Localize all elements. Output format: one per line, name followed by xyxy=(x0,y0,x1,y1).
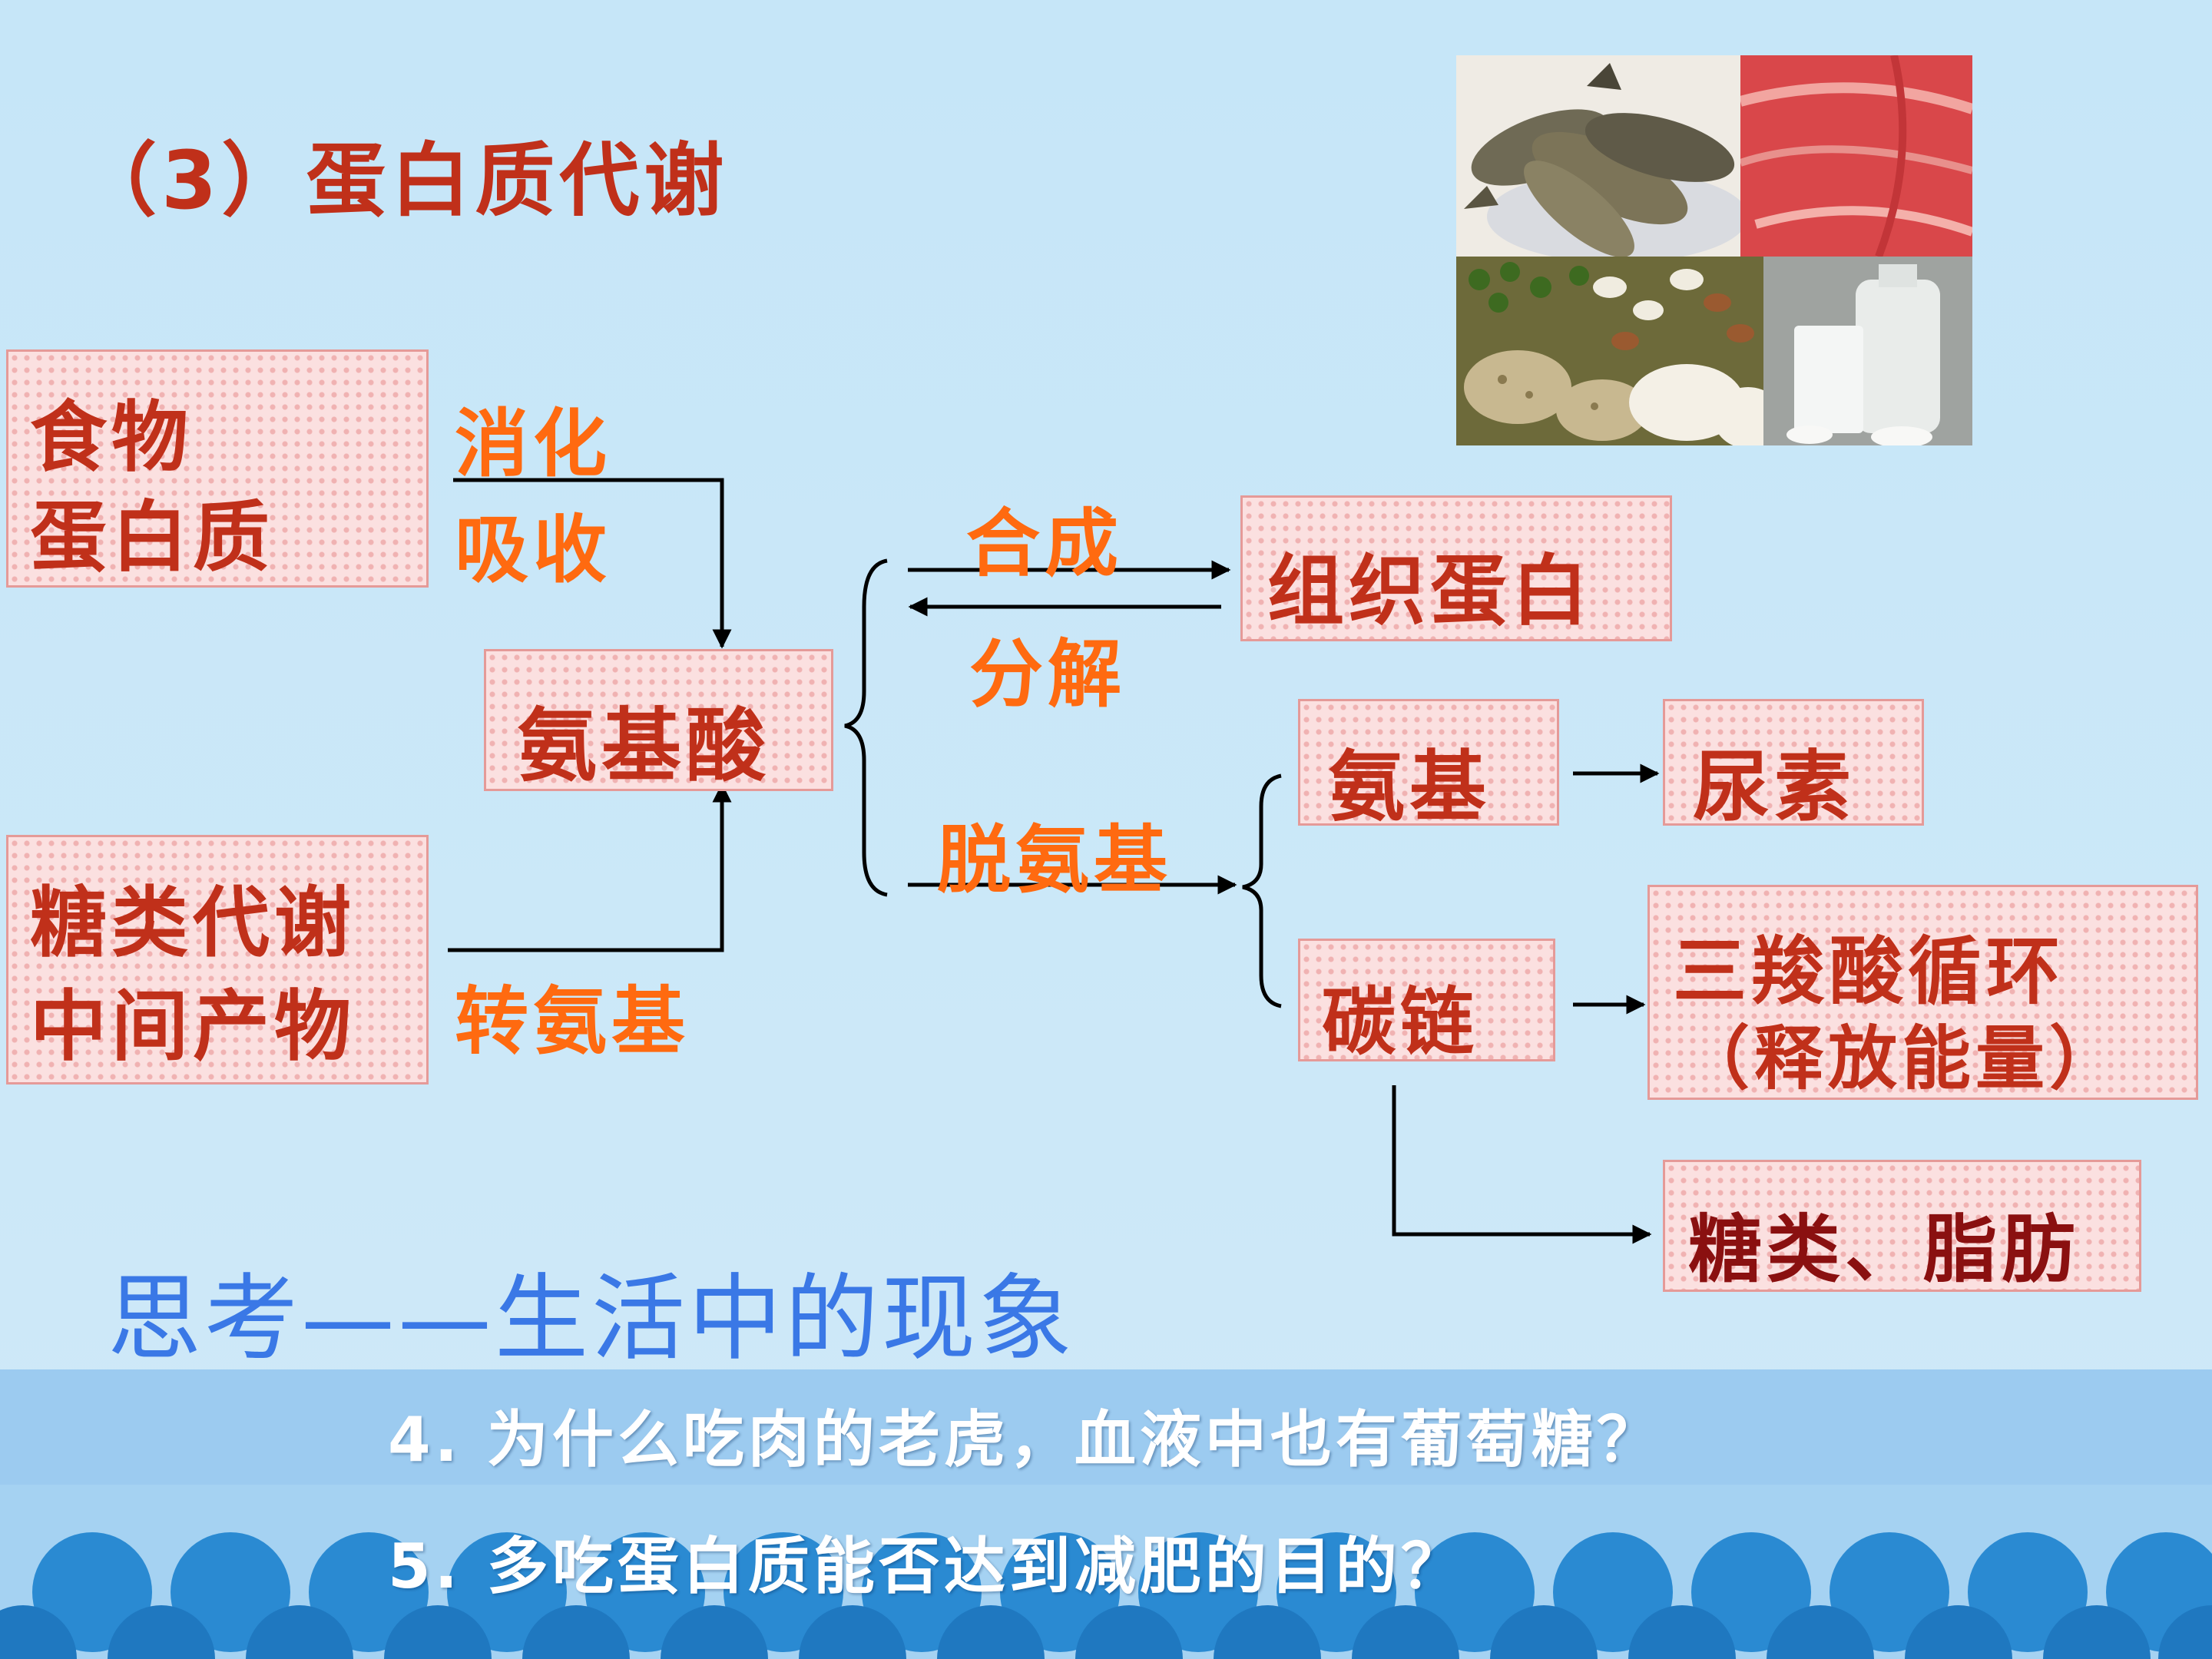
sugar-intermediate-line1: 糖类代谢 xyxy=(30,860,356,972)
tca-cycle-box: 三羧酸循环 （释放能量） xyxy=(1647,885,2198,1100)
urea-text: 尿素 xyxy=(1693,724,1856,836)
urea-box: 尿素 xyxy=(1663,699,1924,826)
carbon-chain-box: 碳链 xyxy=(1298,939,1555,1061)
amino-acid-box: 氨基酸 xyxy=(484,649,833,791)
question-4: 4. 为什么吃肉的老虎，血液中也有葡萄糖？ xyxy=(388,1390,1662,1479)
tissue-protein-box: 组织蛋白 xyxy=(1240,495,1672,641)
synthesis-label: 合成 xyxy=(966,484,1123,591)
food-protein-line2: 蛋白质 xyxy=(30,475,274,586)
transamination-label: 转氨基 xyxy=(455,962,690,1068)
tca-cycle-line2: （释放能量） xyxy=(1681,1002,2123,1102)
absorb-label: 吸收 xyxy=(455,490,611,597)
amino-acid-text: 氨基酸 xyxy=(517,680,770,796)
food-protein-box: 食物 蛋白质 xyxy=(6,349,429,588)
sugar-intermediate-box: 糖类代谢 中间产物 xyxy=(6,835,429,1084)
tissue-protein-text: 组织蛋白 xyxy=(1267,528,1593,640)
sugar-intermediate-line2: 中间产物 xyxy=(30,964,356,1075)
sugar-fat-box: 糖类、脂肪 xyxy=(1663,1160,2141,1292)
sugar-fat-text: 糖类、脂肪 xyxy=(1688,1190,2080,1296)
digest-label: 消化 xyxy=(455,384,611,491)
decomposition-label: 分解 xyxy=(969,614,1126,721)
amino-group-text: 氨基 xyxy=(1328,724,1491,836)
food-protein-line1: 食物 xyxy=(30,375,193,486)
carbon-chain-text: 碳链 xyxy=(1322,962,1479,1069)
think-heading: 思考——生活中的现象 xyxy=(108,1243,1075,1379)
amino-group-box: 氨基 xyxy=(1298,699,1559,826)
question-5: 5. 多吃蛋白质能否达到减肥的目的？ xyxy=(388,1517,1466,1606)
deamination-label: 脱氨基 xyxy=(937,800,1172,907)
